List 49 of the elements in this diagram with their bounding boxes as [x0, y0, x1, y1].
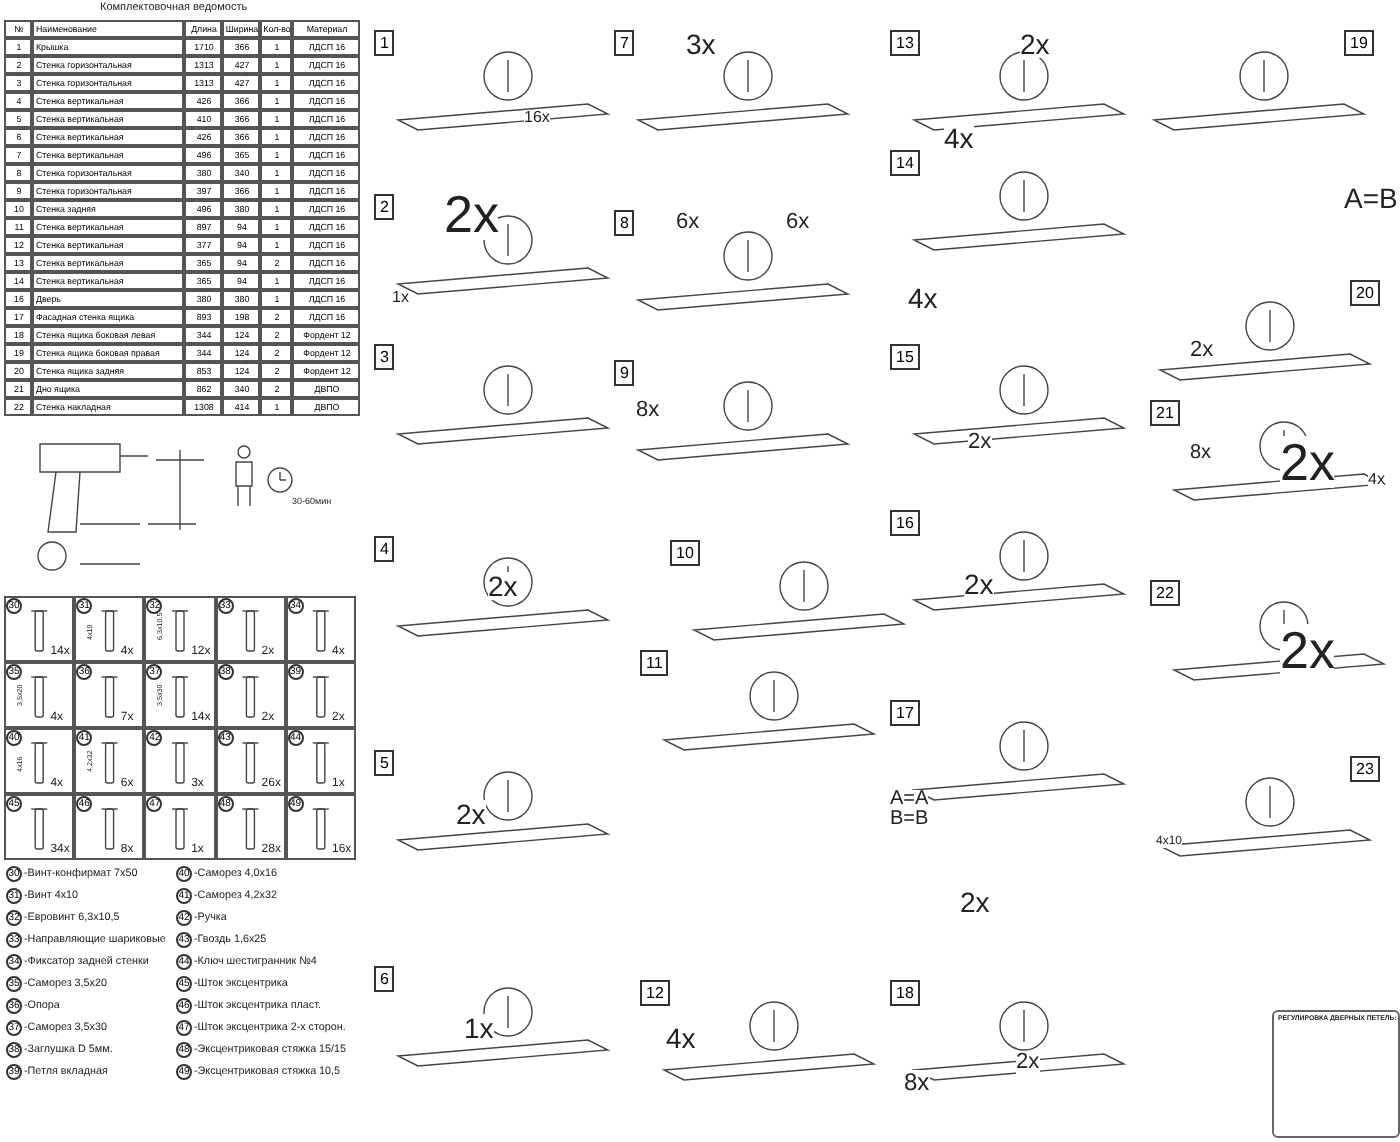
- step-number: 13: [890, 30, 920, 56]
- quantity-label: 8x: [636, 400, 660, 422]
- quantity-label: 2x: [488, 572, 518, 600]
- step-number: 6: [374, 966, 395, 992]
- quantity-label: 2x: [1280, 436, 1335, 488]
- quantity-label: 2x: [1280, 624, 1335, 676]
- step-number: 4: [374, 536, 395, 562]
- quantity-label: 3x: [686, 30, 716, 58]
- quantity-label: A=A: [890, 790, 929, 810]
- quantity-label: 4x: [944, 124, 974, 152]
- step-number: 15: [890, 344, 920, 370]
- quantity-label: 6x: [676, 212, 700, 234]
- step-number: 9: [614, 360, 635, 386]
- quantity-label: 4x: [1368, 472, 1385, 488]
- quantity-label: 8x: [1190, 444, 1212, 464]
- quantity-label: 6x: [786, 212, 810, 234]
- quantity-label: 1x: [392, 290, 409, 306]
- step-number: 7: [614, 30, 635, 56]
- quantity-label: 2x: [1016, 1052, 1040, 1074]
- step-number: 8: [614, 210, 635, 236]
- step-number: 3: [374, 344, 395, 370]
- quantity-label: 1x: [464, 1014, 494, 1042]
- step-number: 14: [890, 150, 920, 176]
- quantity-label: B=B: [890, 810, 929, 830]
- quantity-label: 4x: [908, 284, 938, 312]
- quantity-label: 16x: [524, 110, 550, 126]
- quantity-label: 8x: [904, 1070, 930, 1094]
- step-number: 12: [640, 980, 670, 1006]
- step-number: 2: [374, 194, 395, 220]
- step-number: 20: [1350, 280, 1380, 306]
- quantity-label: 2x: [964, 570, 994, 598]
- quantity-label: A=B: [1344, 184, 1398, 212]
- step-number: 22: [1150, 580, 1180, 606]
- quantity-label: 2x: [1020, 30, 1050, 58]
- step-number: 16: [890, 510, 920, 536]
- step-number: 18: [890, 980, 920, 1006]
- step-number: 1: [374, 30, 395, 56]
- step-number: 10: [670, 540, 700, 566]
- step-number: 21: [1150, 400, 1180, 426]
- quantity-label: 2x: [456, 800, 486, 828]
- quantity-label: 4x: [666, 1024, 696, 1052]
- step-number: 11: [640, 650, 669, 676]
- step-number: 23: [1350, 756, 1380, 782]
- step-number: 5: [374, 750, 395, 776]
- quantity-label: 2x: [1190, 340, 1214, 362]
- step-number: 19: [1344, 30, 1374, 56]
- quantity-label: 2x: [960, 888, 990, 916]
- step-number: 17: [890, 700, 920, 726]
- quantity-label: 2x: [968, 432, 992, 454]
